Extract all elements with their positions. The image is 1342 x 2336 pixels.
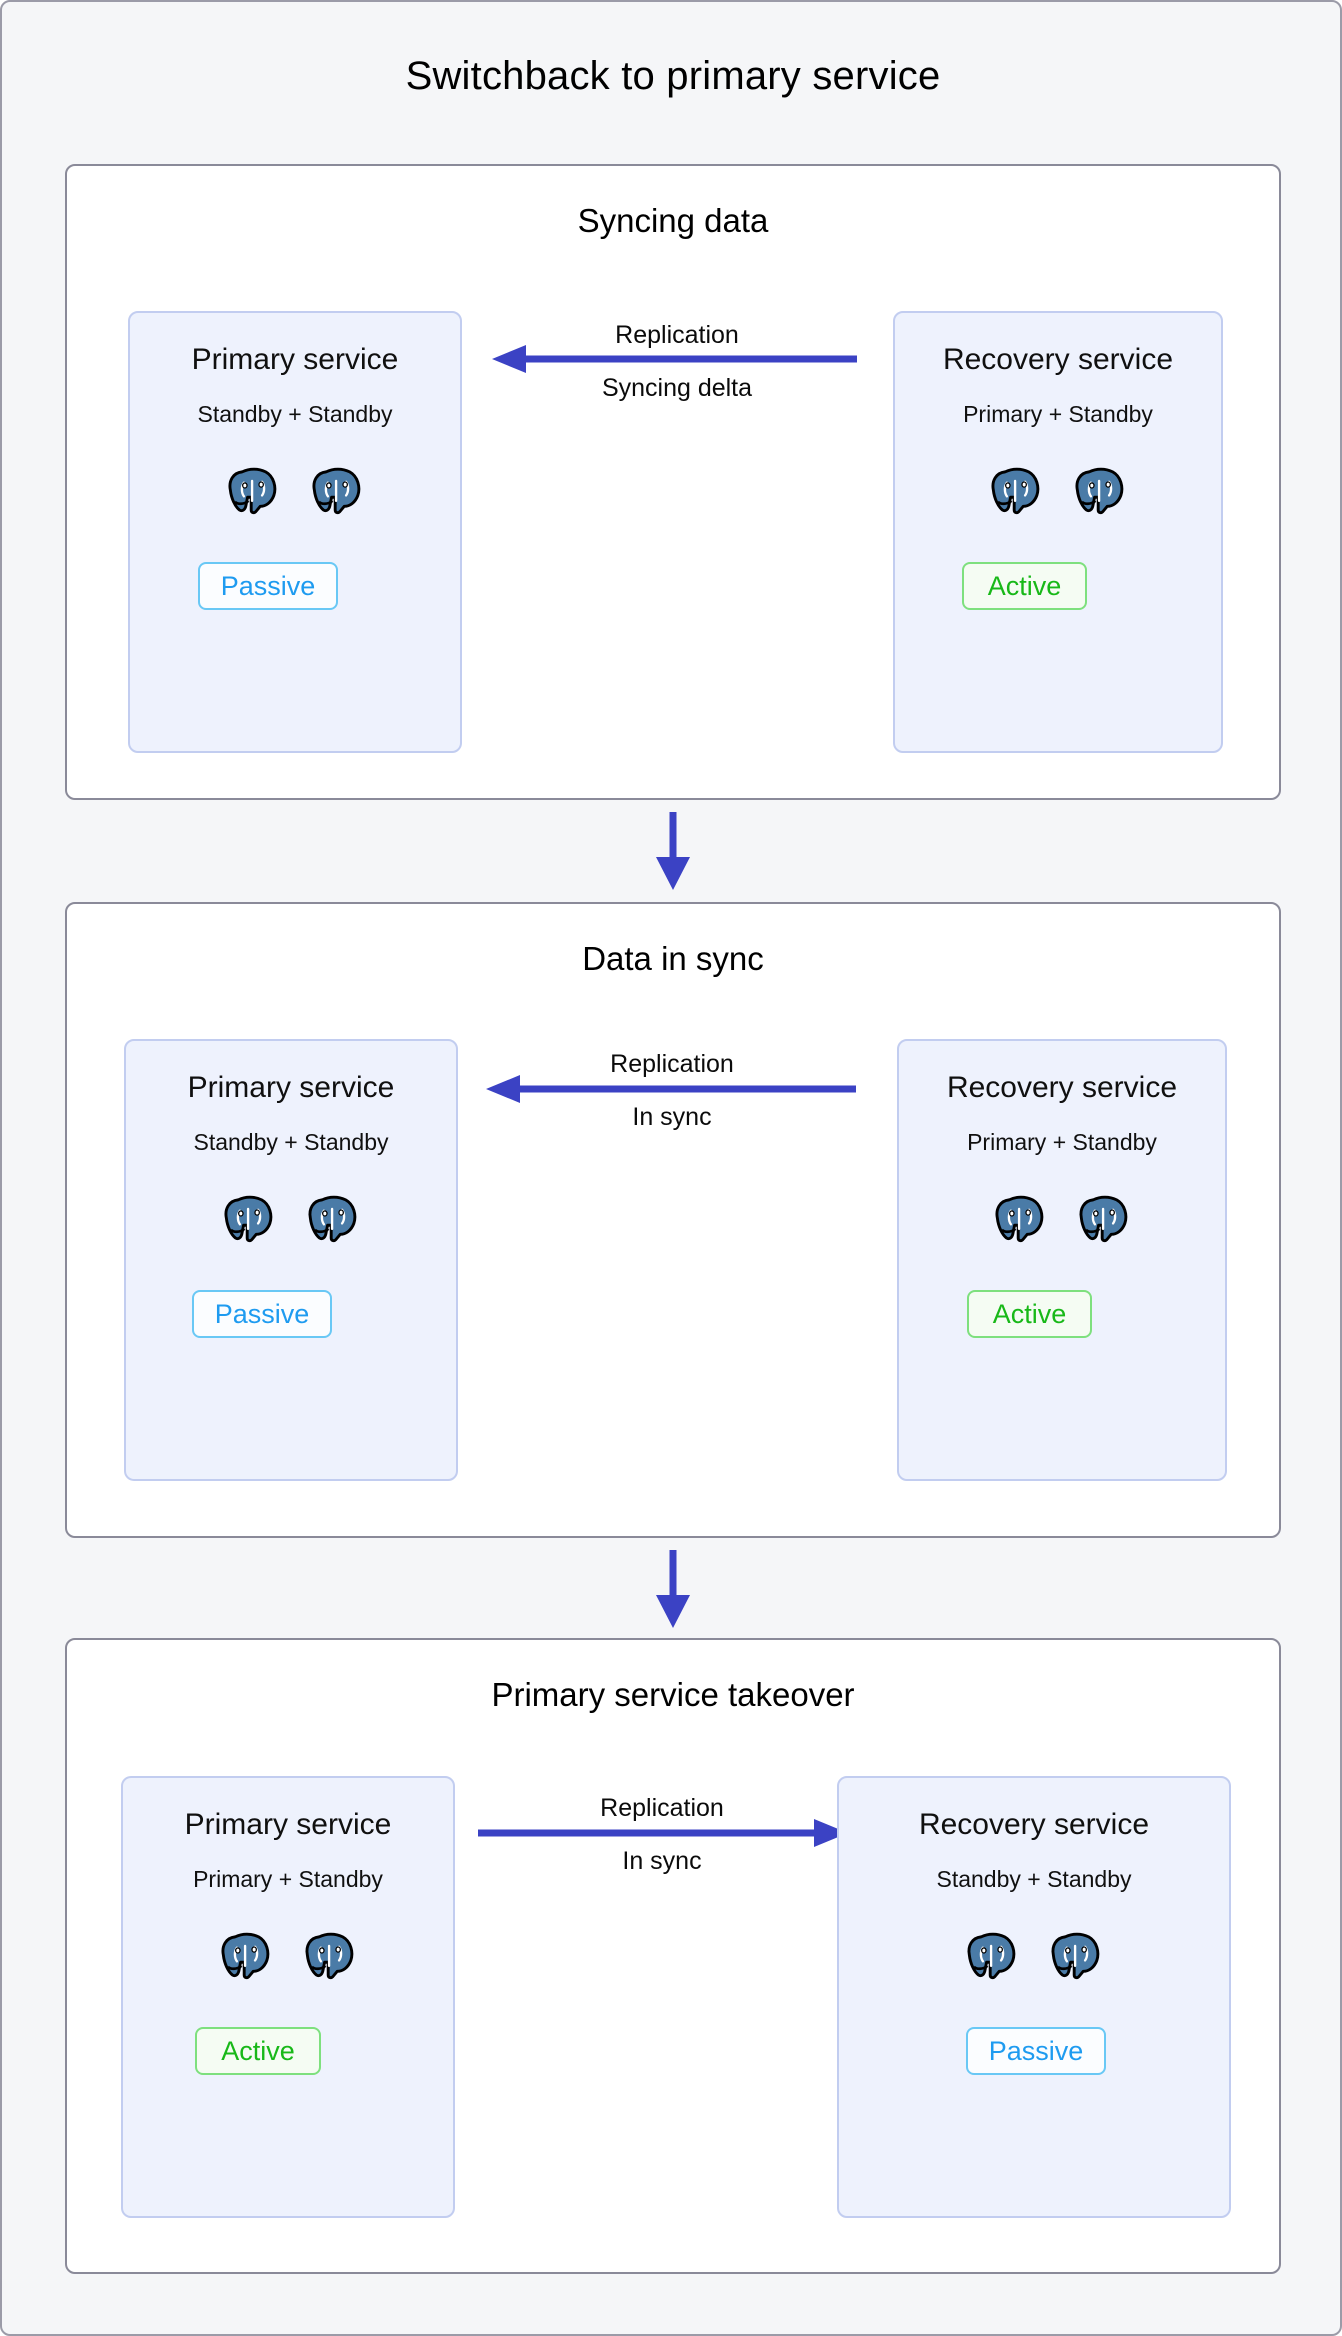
replication-arrow-right bbox=[478, 1818, 848, 1853]
postgres-elephant-icon bbox=[991, 1189, 1049, 1252]
service-name: Primary service bbox=[191, 343, 399, 376]
service-box-primary: Primary service Standby + Standby bbox=[124, 1039, 458, 1481]
service-roles: Primary + Standby bbox=[193, 1866, 383, 1892]
postgres-elephant-icon bbox=[217, 1926, 275, 1989]
service-box-recovery: Recovery service Standby + Standby bbox=[837, 1776, 1231, 2218]
postgres-elephant-icon bbox=[220, 1189, 278, 1252]
node-icon-group bbox=[126, 1189, 456, 1252]
flow-arrow-down bbox=[652, 812, 694, 897]
replication-label-bottom: Syncing delta bbox=[601, 374, 753, 402]
service-roles: Standby + Standby bbox=[197, 401, 393, 427]
node-icon-group bbox=[130, 461, 460, 524]
replication-arrow-left bbox=[492, 344, 857, 379]
service-name: Primary service bbox=[187, 1071, 395, 1104]
service-box-recovery: Recovery service Primary + Standby bbox=[893, 311, 1223, 753]
postgres-elephant-icon bbox=[987, 461, 1045, 524]
postgres-elephant-icon bbox=[963, 1926, 1021, 1989]
postgres-elephant-icon bbox=[1075, 1189, 1133, 1252]
panel-primary-service-takeover: Primary service takeover Primary service… bbox=[65, 1638, 1281, 2274]
node-icon-group bbox=[899, 1189, 1225, 1252]
replication-label-bottom: In sync bbox=[632, 1103, 712, 1131]
status-badge: Active bbox=[967, 1290, 1092, 1338]
service-roles: Standby + Standby bbox=[193, 1129, 389, 1155]
replication-label-top: Replication bbox=[610, 1050, 734, 1078]
postgres-elephant-icon bbox=[224, 461, 282, 524]
service-name: Recovery service bbox=[946, 1071, 1178, 1104]
status-badge: Passive bbox=[192, 1290, 332, 1338]
panel-title: Syncing data bbox=[577, 202, 769, 239]
postgres-elephant-icon bbox=[308, 461, 366, 524]
service-box-recovery: Recovery service Primary + Standby bbox=[897, 1039, 1227, 1481]
panel-data-in-sync: Data in sync Primary service Standby + S… bbox=[65, 902, 1281, 1538]
flow-arrow-down bbox=[652, 1550, 694, 1635]
status-badge: Passive bbox=[966, 2027, 1106, 2075]
panel-title: Primary service takeover bbox=[491, 1676, 855, 1713]
replication-label-bottom: In sync bbox=[622, 1847, 702, 1875]
status-badge: Passive bbox=[198, 562, 338, 610]
service-roles: Primary + Standby bbox=[967, 1129, 1157, 1155]
service-roles: Standby + Standby bbox=[936, 1866, 1132, 1892]
postgres-elephant-icon bbox=[301, 1926, 359, 1989]
service-name: Recovery service bbox=[942, 343, 1174, 376]
status-badge: Active bbox=[195, 2027, 321, 2075]
panel-syncing-data: Syncing data Primary service Standby + S… bbox=[65, 164, 1281, 800]
node-icon-group bbox=[839, 1926, 1229, 1989]
service-box-primary: Primary service Primary + Standby bbox=[121, 1776, 455, 2218]
panel-title: Data in sync bbox=[582, 940, 764, 977]
postgres-elephant-icon bbox=[304, 1189, 362, 1252]
node-icon-group bbox=[895, 461, 1221, 524]
service-name: Primary service bbox=[184, 1808, 392, 1841]
page-title: Switchback to primary service bbox=[405, 54, 941, 98]
service-box-primary: Primary service Standby + Standby bbox=[128, 311, 462, 753]
replication-label-top: Replication bbox=[615, 321, 739, 349]
replication-arrow-left bbox=[486, 1074, 856, 1109]
status-badge: Active bbox=[962, 562, 1087, 610]
postgres-elephant-icon bbox=[1071, 461, 1129, 524]
replication-label-top: Replication bbox=[600, 1794, 724, 1822]
postgres-elephant-icon bbox=[1047, 1926, 1105, 1989]
service-name: Recovery service bbox=[918, 1808, 1150, 1841]
node-icon-group bbox=[123, 1926, 453, 1989]
service-roles: Primary + Standby bbox=[963, 401, 1153, 427]
